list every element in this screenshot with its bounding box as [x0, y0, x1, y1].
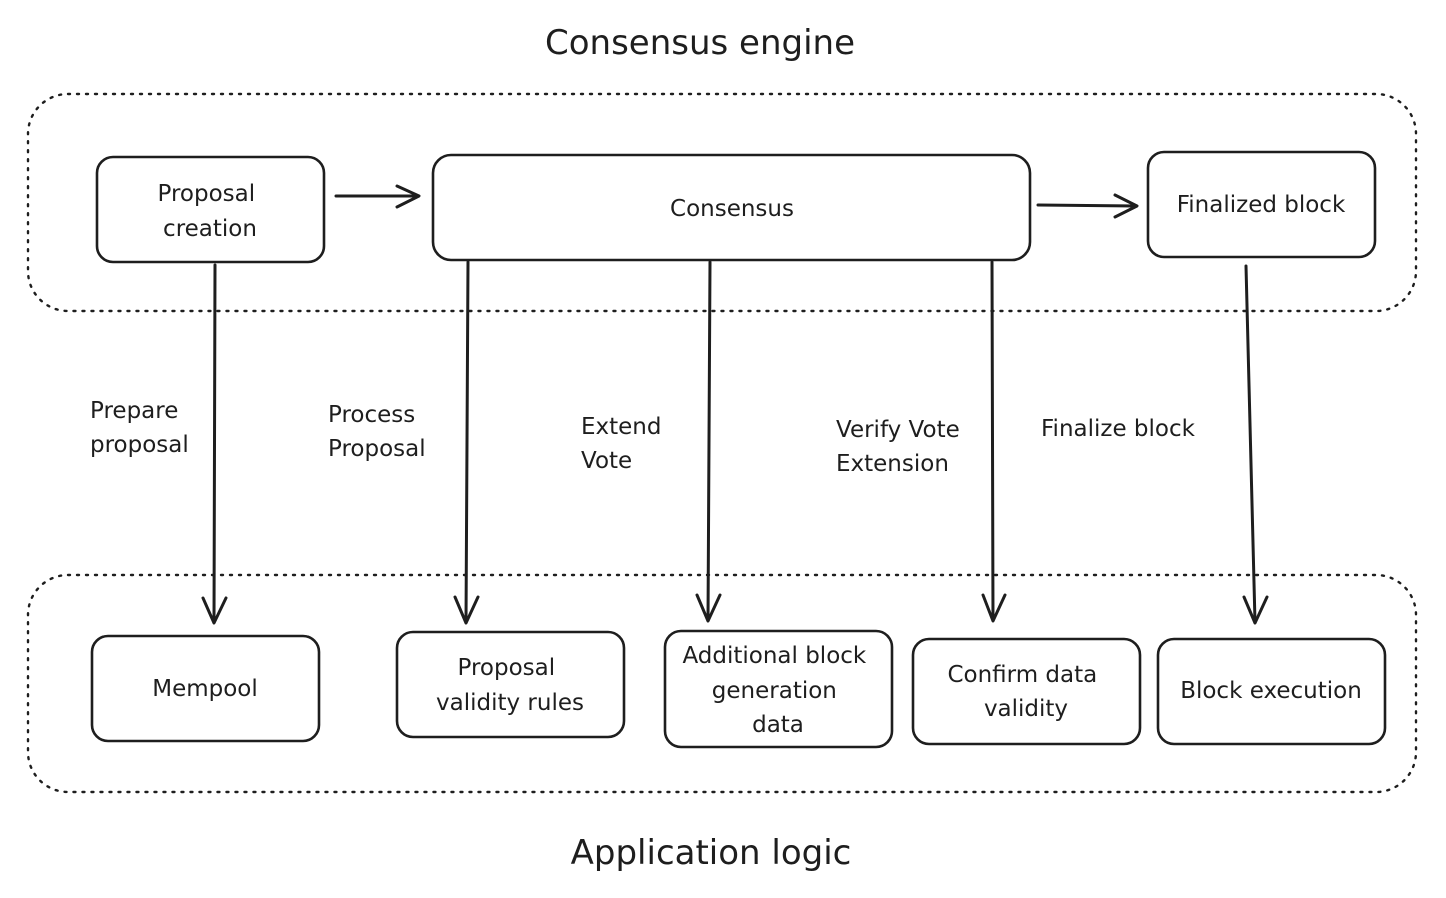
additional-block-label-line-3: data — [752, 712, 804, 738]
proposal-creation-label-line-2: creation — [163, 216, 257, 242]
confirm-data-validity-label-line-2: validity — [984, 696, 1068, 722]
finalized-block-node: Finalized block — [1146, 150, 1377, 259]
svg-text:Proposal creation: Proposal creation — [158, 181, 263, 242]
prepare-proposal-label: Prepare proposal — [90, 398, 189, 458]
arrow-prepare-proposal — [201, 263, 228, 625]
consensus-label: Consensus — [670, 196, 794, 222]
finalize-block-label: Finalize block — [1041, 416, 1196, 442]
additional-block-label-line-1: Additional block — [682, 643, 866, 669]
svg-text:Additional block generat: Additional block generation data — [682, 643, 873, 738]
arrow-proposal-to-consensus — [334, 184, 421, 209]
process-proposal-label: Process Proposal — [328, 402, 426, 462]
proposal-validity-rules-node: Proposal validity rules — [395, 630, 626, 739]
proposal-creation-label-line-1: Proposal — [158, 181, 256, 207]
arrow-extend-vote — [695, 260, 722, 623]
finalized-block-label: Finalized block — [1177, 192, 1346, 218]
arrow-process-proposal — [453, 260, 480, 625]
application-logic-group — [26, 573, 1418, 794]
application-logic-title: Application logic — [571, 833, 852, 873]
svg-text:Proposal validity rules: Proposal validity rules — [436, 655, 584, 716]
block-execution-label: Block execution — [1180, 678, 1362, 704]
consensus-engine-group — [26, 92, 1418, 313]
arrow-finalize-block — [1242, 264, 1269, 625]
mempool-node: Mempool — [90, 634, 321, 743]
block-execution-node: Block execution — [1156, 637, 1387, 746]
arrow-consensus-to-finalized — [1036, 193, 1139, 219]
additional-block-label-line-2: generation — [712, 678, 837, 704]
proposal-validity-rules-label-line-1: Proposal — [458, 655, 556, 681]
proposal-validity-rules-label-line-2: validity rules — [436, 690, 584, 716]
svg-text:Confirm data validity: Confirm data validity — [947, 662, 1104, 722]
extend-vote-label: Extend Vote — [581, 414, 669, 474]
arrow-verify-vote-extension — [981, 260, 1007, 623]
mempool-label: Mempool — [152, 676, 258, 702]
proposal-creation-node: Proposal creation — [95, 155, 326, 264]
additional-block-generation-data-node: Additional block generation data — [663, 629, 894, 749]
consensus-engine-title: Consensus engine — [545, 23, 855, 63]
consensus-node: Consensus — [431, 153, 1032, 262]
verify-vote-extension-label: Verify Vote Extension — [836, 417, 967, 477]
confirm-data-validity-label-line-1: Confirm data — [947, 662, 1097, 688]
confirm-data-validity-node: Confirm data validity — [911, 637, 1142, 746]
